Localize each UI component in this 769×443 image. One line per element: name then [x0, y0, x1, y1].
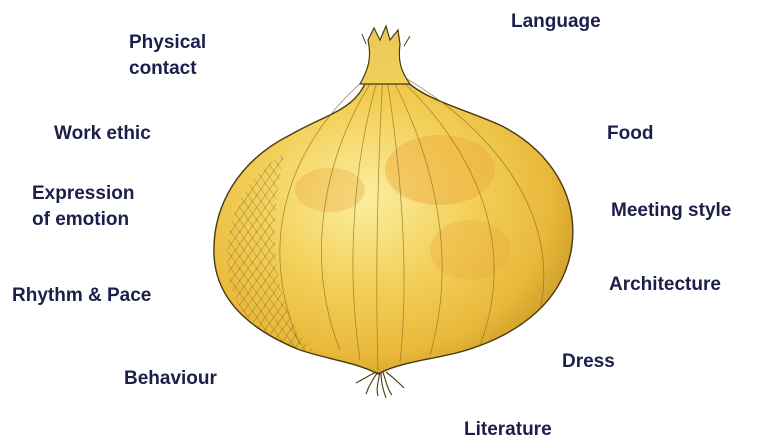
label-expression-of-emotion: Expression of emotion	[32, 181, 134, 233]
onion-neck	[360, 26, 410, 84]
label-architecture: Architecture	[609, 272, 721, 298]
label-language: Language	[511, 9, 601, 35]
label-physical-contact: Physical contact	[129, 30, 206, 82]
label-behaviour: Behaviour	[124, 366, 217, 392]
label-meeting-style: Meeting style	[611, 198, 731, 224]
onion-roots	[356, 372, 404, 398]
label-rhythm-pace: Rhythm & Pace	[12, 283, 151, 309]
label-dress: Dress	[562, 349, 615, 375]
label-literature: Literature	[464, 417, 552, 443]
label-work-ethic: Work ethic	[54, 121, 151, 147]
label-food: Food	[607, 121, 653, 147]
